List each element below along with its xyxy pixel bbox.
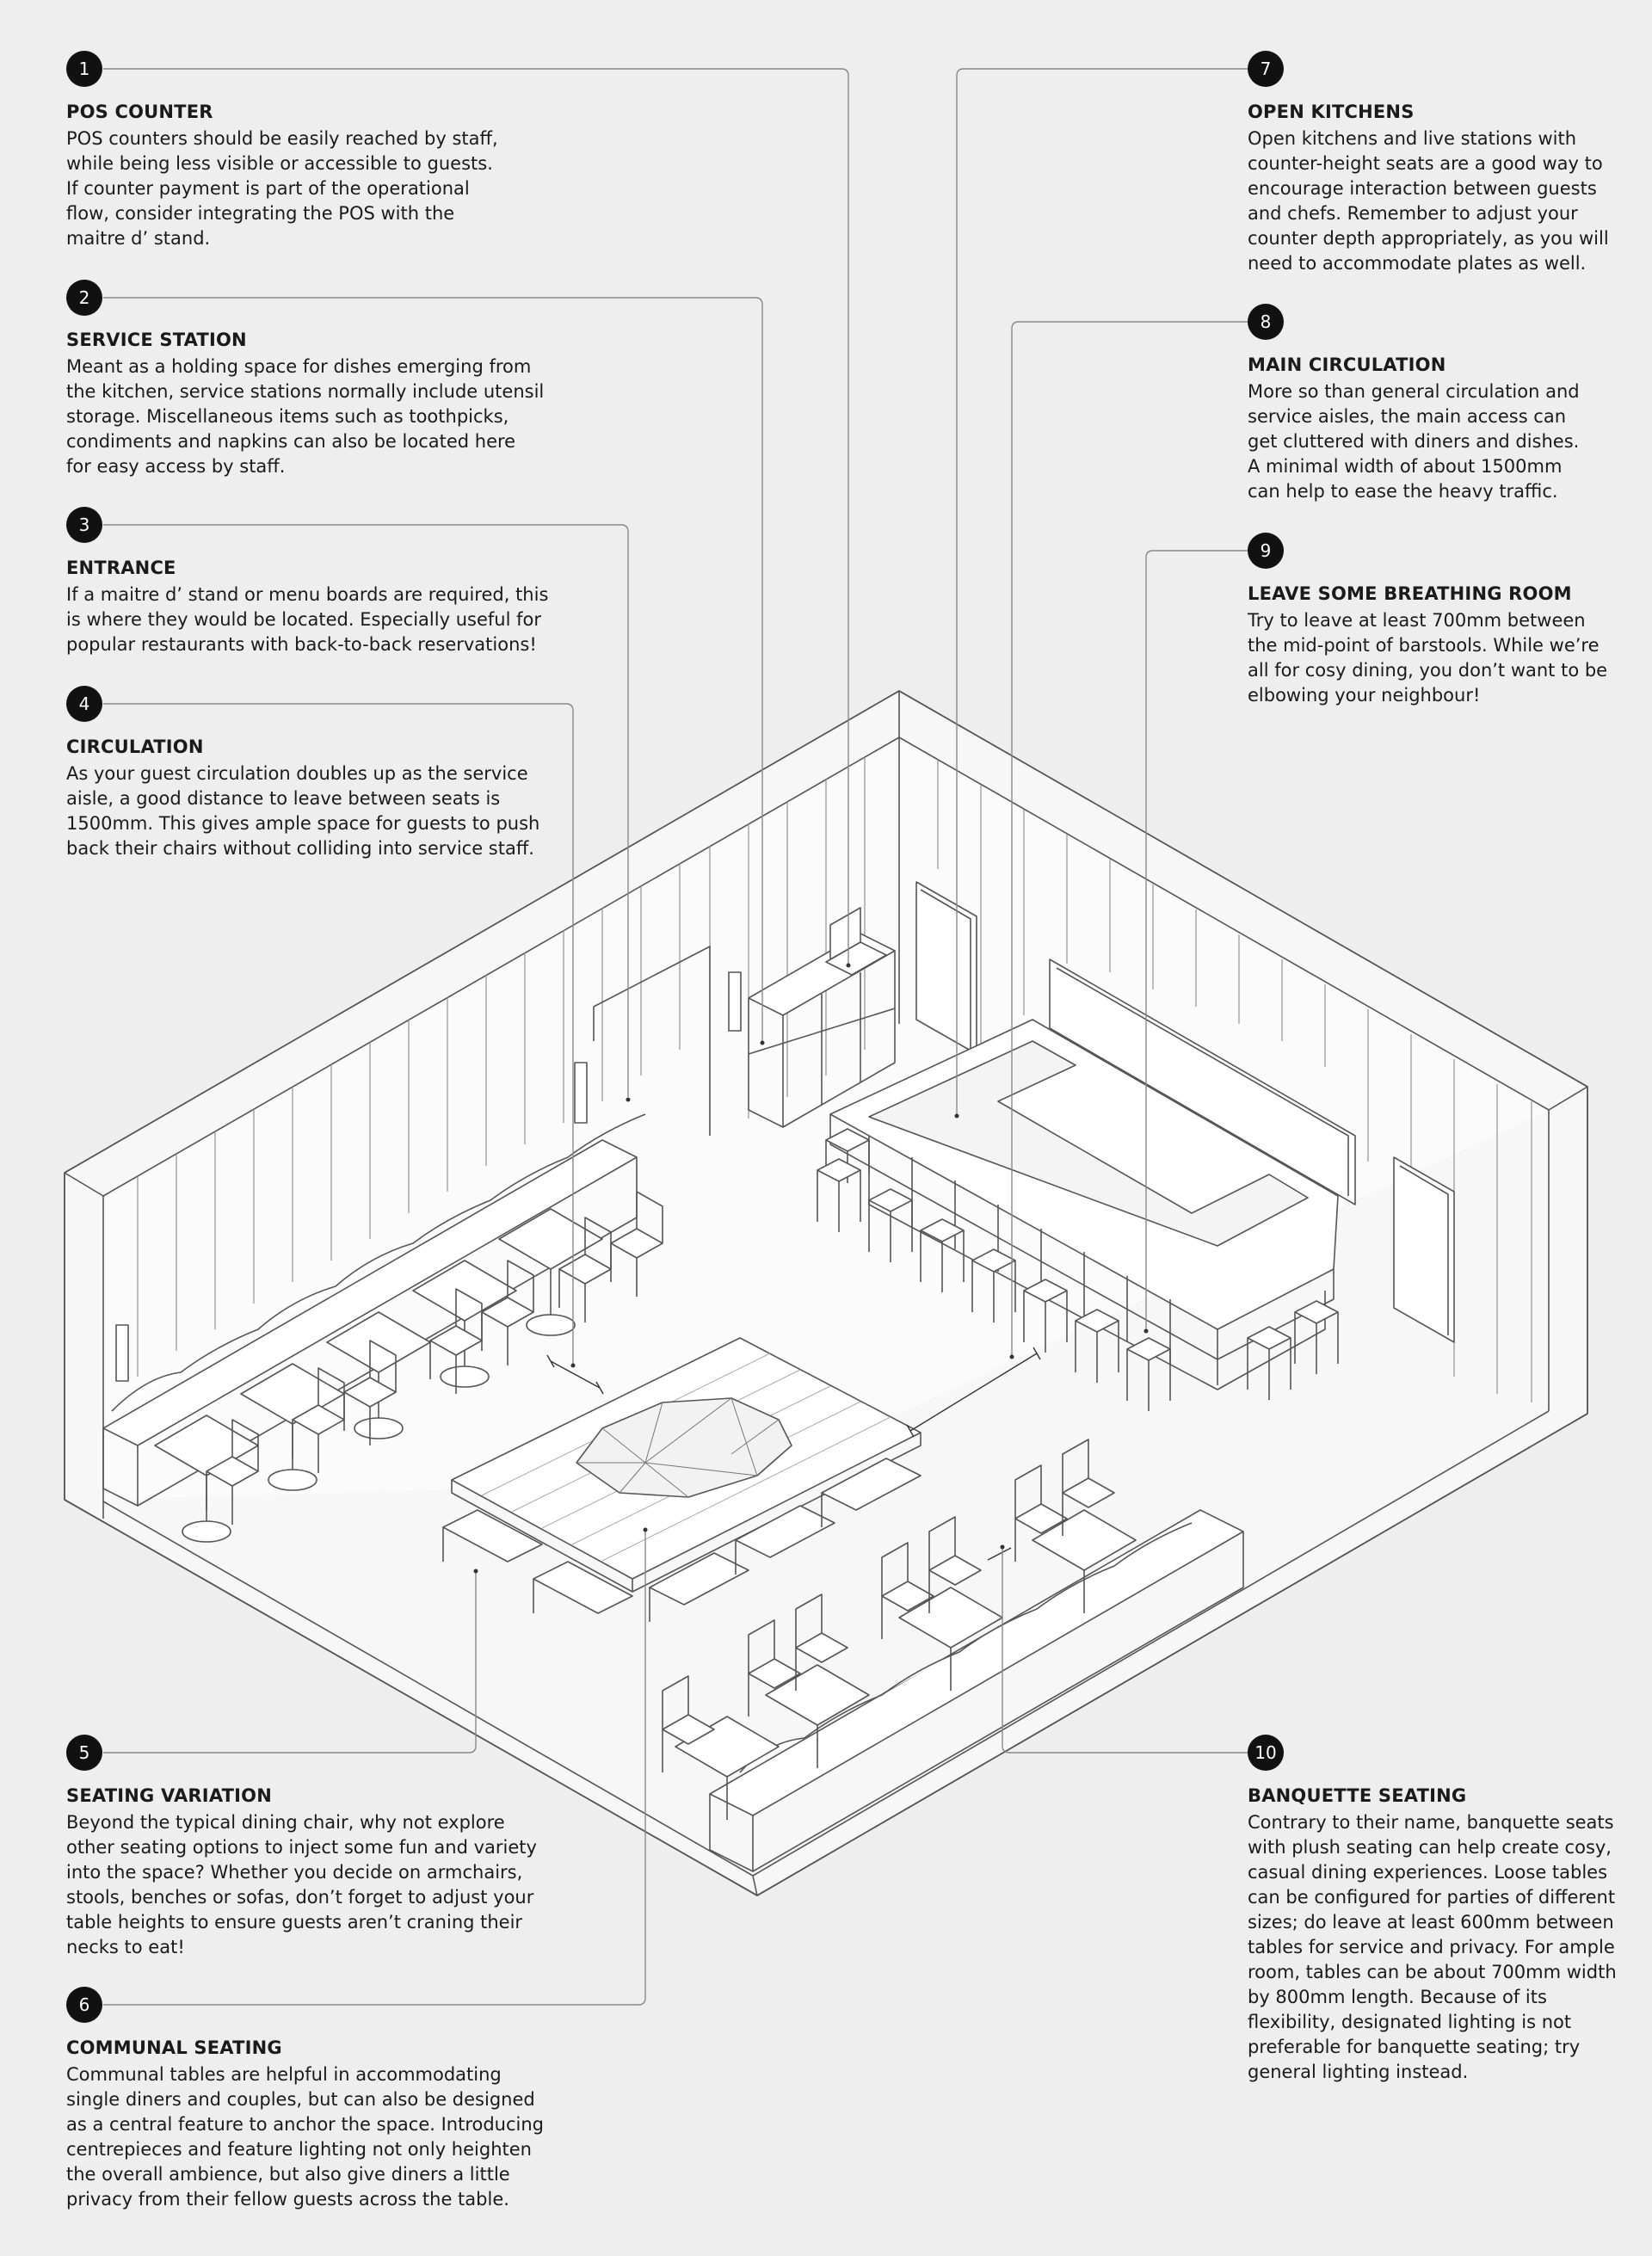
callout-body: Beyond the typical dining chair, why not… — [66, 1812, 537, 1957]
callout-body: Open kitchens and live stations with cou… — [1248, 128, 1609, 274]
callout-number-badge-6: 6 — [66, 1987, 102, 2023]
callout-number-badge-8: 8 — [1248, 304, 1284, 340]
callout-title: LEAVE SOME BREATHING ROOM — [1248, 583, 1572, 604]
callout-number-badge-3: 3 — [66, 507, 102, 543]
callout-title: SERVICE STATION — [66, 330, 247, 350]
pos-counter-area — [115, 881, 977, 1382]
callout-title: OPEN KITCHENS — [1248, 102, 1415, 122]
callout-communal-seating: COMMUNAL SEATING Communal tables are hel… — [66, 2036, 583, 2212]
callout-number-badge-5: 5 — [66, 1735, 102, 1771]
barstools — [817, 1128, 1339, 1411]
callout-circulation: CIRCULATION As your guest circulation do… — [66, 735, 583, 861]
callout-body: More so than general circulation and ser… — [1248, 381, 1580, 502]
callout-body: Meant as a holding space for dishes emer… — [66, 356, 545, 477]
callout-banquette-seating: BANQUETTE SEATING Contrary to their name… — [1248, 1784, 1626, 2085]
callout-title: CIRCULATION — [66, 737, 204, 757]
callout-number-badge-2: 2 — [66, 280, 102, 316]
leader-dots — [473, 963, 1149, 1574]
callout-breathing-room: LEAVE SOME BREATHING ROOM Try to leave a… — [1248, 582, 1626, 708]
communal-table — [442, 1337, 922, 1622]
callout-body: If a maitre d’ stand or menu boards are … — [66, 584, 549, 655]
callout-seating-variation: SEATING VARIATION Beyond the typical din… — [66, 1784, 583, 1960]
callout-service-station: SERVICE STATION Meant as a holding space… — [66, 328, 583, 479]
callout-open-kitchens: OPEN KITCHENS Open kitchens and live sta… — [1248, 100, 1626, 276]
callout-number-badge-4: 4 — [66, 686, 102, 722]
callout-main-circulation: MAIN CIRCULATION More so than general ci… — [1248, 353, 1626, 504]
left-wall-panels — [137, 757, 866, 1377]
callout-pos-counter: POS COUNTER POS counters should be easil… — [66, 100, 548, 251]
callout-number-badge-7: 7 — [1248, 51, 1284, 87]
dimension-markers — [546, 1347, 1041, 1561]
callout-body: Contrary to their name, banquette seats … — [1248, 1812, 1617, 2082]
callout-title: POS COUNTER — [66, 102, 213, 122]
left-banquette — [102, 1113, 663, 1543]
callout-body: As your guest circulation doubles up as … — [66, 763, 540, 859]
right-banquette — [662, 1439, 1244, 1872]
callout-number-badge-9: 9 — [1248, 533, 1284, 569]
callout-title: ENTRANCE — [66, 558, 176, 578]
callout-title: BANQUETTE SEATING — [1248, 1785, 1467, 1806]
callout-number-badge-1: 1 — [66, 51, 102, 87]
callout-body: Try to leave at least 700mm between the … — [1248, 610, 1608, 706]
callout-body: Communal tables are helpful in accommoda… — [66, 2064, 545, 2210]
callout-number-badge-10: 10 — [1248, 1735, 1284, 1771]
callout-title: SEATING VARIATION — [66, 1785, 273, 1806]
callout-title: COMMUNAL SEATING — [66, 2037, 282, 2058]
callout-entrance: ENTRANCE If a maitre d’ stand or menu bo… — [66, 556, 583, 657]
leader-lines — [103, 68, 1248, 2006]
callout-title: MAIN CIRCULATION — [1248, 354, 1446, 375]
callout-body: POS counters should be easily reached by… — [66, 128, 498, 249]
